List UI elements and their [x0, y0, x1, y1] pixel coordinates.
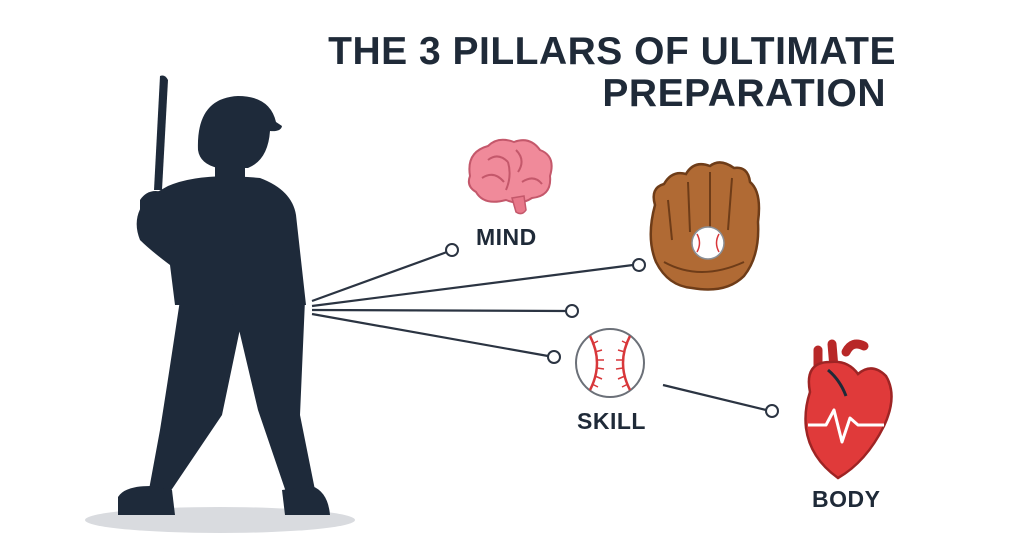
heart-icon [804, 339, 893, 480]
brain-icon [467, 138, 553, 215]
connector-lines [311, 250, 767, 412]
pillar-label-body: BODY [812, 486, 881, 512]
baseball-icon [575, 328, 645, 398]
pillar-label-skill: SKILL [577, 408, 646, 434]
connector-line-glove [311, 263, 634, 308]
pillar-label-mind: MIND [476, 224, 537, 250]
node-mind [445, 243, 459, 257]
title-line-1: THE 3 PILLARS OF ULTIMATE [328, 30, 896, 73]
connector-line-mind [311, 250, 448, 303]
node-center [565, 304, 579, 318]
title-line-2: PREPARATION [602, 72, 886, 115]
node-glove [632, 258, 646, 272]
connector-nodes [445, 243, 779, 418]
baseball-glove-icon [649, 161, 761, 291]
connector-line-skill [311, 312, 549, 358]
node-body [765, 404, 779, 418]
connector-line-body [662, 383, 767, 412]
connector-line-center [311, 308, 567, 313]
node-skill [547, 350, 561, 364]
batter-silhouette [118, 75, 330, 515]
